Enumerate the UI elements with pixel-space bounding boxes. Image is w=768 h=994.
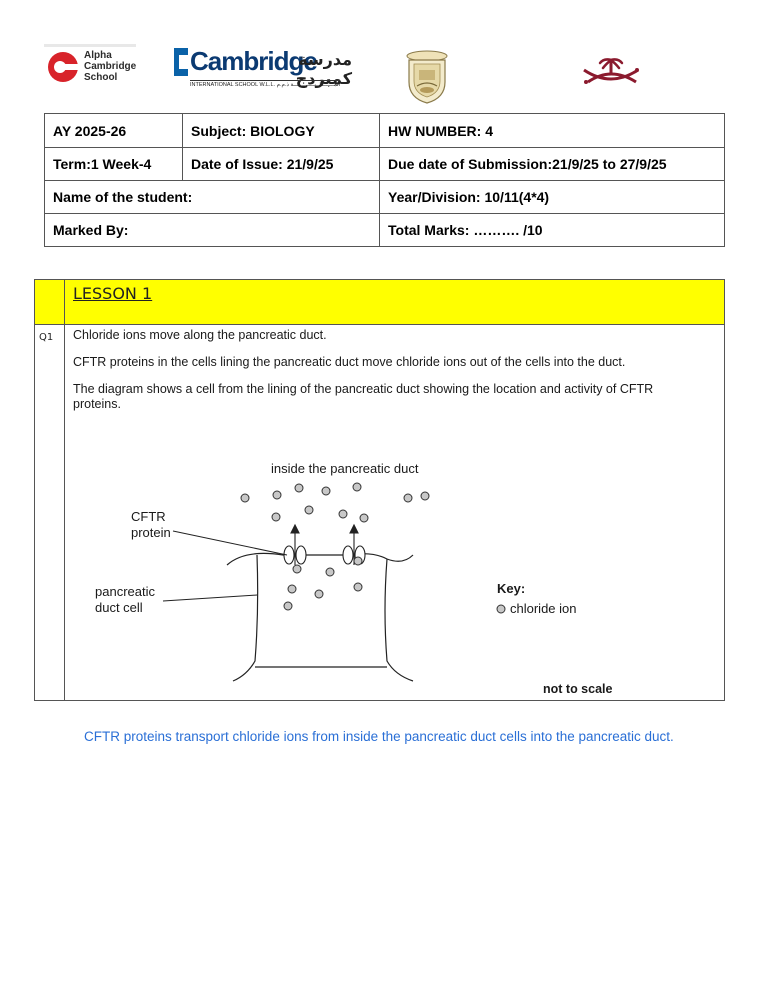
logo-top-bar bbox=[44, 44, 136, 47]
cell-ions bbox=[283, 556, 363, 611]
issue-date-cell: Date of Issue: 21/9/25 bbox=[182, 147, 380, 181]
cftr-diagram: inside the pancreatic duct bbox=[95, 461, 613, 696]
due-date-cell: Due date of Submission:21/9/25 to 27/9/2… bbox=[379, 147, 725, 181]
academic-year-cell: AY 2025-26 bbox=[44, 113, 183, 148]
homework-header-table: AY 2025-26 Subject: BIOLOGY HW NUMBER: 4… bbox=[44, 113, 725, 247]
question-number: Q1 bbox=[39, 332, 54, 343]
header-row-4: Marked By: Total Marks: ………. /10 bbox=[44, 213, 725, 247]
crossed-swords-palm-emblem bbox=[583, 58, 639, 84]
key-item: chloride ion bbox=[510, 601, 577, 616]
chloride-ion bbox=[292, 564, 302, 574]
alpha-line-2: Cambridge bbox=[84, 61, 137, 72]
school-crest-icon bbox=[406, 50, 448, 104]
student-name-cell: Name of the student: bbox=[44, 180, 380, 214]
hw-number-cell: HW NUMBER: 4 bbox=[379, 113, 725, 148]
question-paragraph-1: Chloride ions move along the pancreatic … bbox=[73, 328, 327, 342]
header-row-2: Term:1 Week-4 Date of Issue: 21/9/25 Due… bbox=[44, 147, 725, 181]
chloride-ion bbox=[272, 490, 282, 500]
key-chloride-ion-icon bbox=[496, 604, 506, 614]
lesson-header-band bbox=[35, 280, 724, 325]
question-paragraph-2: CFTR proteins in the cells lining the pa… bbox=[73, 355, 626, 369]
chloride-ion bbox=[321, 486, 331, 496]
chloride-ion bbox=[304, 505, 314, 515]
chloride-ion bbox=[420, 491, 430, 501]
lesson-title: LESSON 1 bbox=[73, 284, 153, 303]
cell-membrane-top bbox=[226, 552, 414, 566]
chloride-ion bbox=[338, 509, 348, 519]
chloride-ion bbox=[287, 584, 297, 594]
chloride-ion bbox=[314, 589, 324, 599]
cambridge-school-logo: Cambridge مدرسة كمبردج INTERNATIONAL SCH… bbox=[172, 46, 352, 92]
alpha-logo-icon bbox=[48, 52, 79, 82]
lesson-table: LESSON 1 Q1 Chloride ions move along the… bbox=[34, 279, 725, 701]
alpha-cambridge-logo: Alpha Cambridge School bbox=[44, 44, 136, 88]
cambridge-wordmark: Cambridge bbox=[190, 46, 318, 76]
chloride-ion bbox=[359, 513, 369, 523]
header-row-3: Name of the student: Year/Division: 10/1… bbox=[44, 180, 725, 214]
cell-label-line1: pancreatic bbox=[95, 584, 155, 599]
chloride-ion bbox=[283, 601, 293, 611]
chloride-ion bbox=[325, 567, 335, 577]
question-column-divider bbox=[64, 280, 65, 700]
chloride-ion bbox=[353, 582, 363, 592]
marked-by-cell: Marked By: bbox=[44, 213, 380, 247]
chloride-ion bbox=[353, 556, 363, 566]
cambridge-c-icon bbox=[174, 48, 188, 76]
question-text: Chloride ions move along the pancreatic … bbox=[73, 328, 683, 424]
total-marks-cell: Total Marks: ………. /10 bbox=[379, 213, 725, 247]
chloride-ion bbox=[403, 493, 413, 503]
cell-wall-right bbox=[384, 558, 414, 682]
alpha-line-3: School bbox=[84, 72, 118, 83]
subject-cell: Subject: BIOLOGY bbox=[182, 113, 380, 148]
chloride-ion bbox=[240, 493, 250, 503]
cftr-leader-line bbox=[172, 530, 288, 556]
year-division-cell: Year/Division: 10/11(4*4) bbox=[379, 180, 725, 214]
duct-ions bbox=[240, 482, 430, 523]
chloride-ion bbox=[271, 512, 281, 522]
alpha-logo-text: Alpha Cambridge School bbox=[84, 50, 136, 83]
cambridge-subline: INTERNATIONAL SCHOOL W.L.L. المـــــــال… bbox=[190, 80, 341, 88]
cell-leader-line bbox=[162, 594, 258, 602]
cftr-protein-left bbox=[283, 523, 307, 565]
cftr-label-line1: CFTR bbox=[131, 509, 166, 524]
cftr-label-line2: protein bbox=[131, 525, 171, 540]
term-week-cell: Term:1 Week-4 bbox=[44, 147, 183, 181]
scale-note: not to scale bbox=[543, 682, 613, 696]
header-row-1: AY 2025-26 Subject: BIOLOGY HW NUMBER: 4 bbox=[44, 113, 725, 148]
cell-wall-left bbox=[232, 554, 259, 682]
chloride-ion bbox=[352, 482, 362, 492]
student-answer: CFTR proteins transport chloride ions fr… bbox=[84, 729, 674, 744]
key-title: Key: bbox=[497, 581, 525, 596]
alpha-line-1: Alpha bbox=[84, 50, 112, 61]
duct-label: inside the pancreatic duct bbox=[271, 461, 419, 476]
chloride-ion bbox=[294, 483, 304, 493]
cell-label-line2: duct cell bbox=[95, 600, 143, 615]
question-paragraph-3: The diagram shows a cell from the lining… bbox=[73, 382, 654, 411]
cambridge-arabic-wordmark: مدرسة كمبردج bbox=[295, 50, 352, 88]
